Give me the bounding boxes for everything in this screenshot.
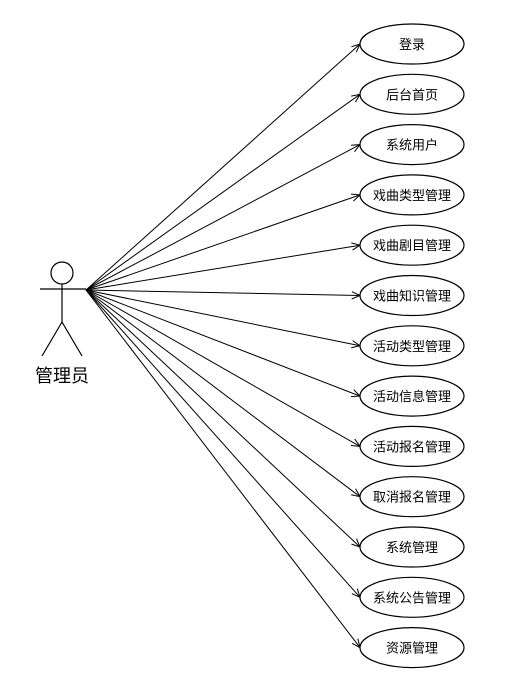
use-case-ellipse	[359, 375, 465, 417]
use-case-ellipse	[359, 73, 465, 115]
use-case-ellipse	[359, 325, 465, 367]
use-case-label: 活动报名管理	[373, 439, 451, 455]
association-line-7	[85, 289, 361, 347]
association-line-2	[85, 93, 361, 291]
association-line-8	[85, 289, 361, 397]
association-line-4	[85, 194, 361, 291]
use-case-ellipse	[359, 124, 465, 166]
use-case-3: 系统用户	[359, 124, 465, 166]
use-case-label: 戏曲知识管理	[373, 289, 451, 305]
use-case-label: 系统用户	[386, 138, 438, 154]
association-line-11	[85, 289, 361, 548]
use-case-ellipse	[359, 224, 465, 266]
use-case-10: 取消报名管理	[359, 476, 465, 518]
association-arrowhead-9	[350, 438, 362, 448]
use-case-4: 戏曲类型管理	[359, 174, 465, 216]
use-case-ellipse	[359, 23, 465, 65]
association-line-12	[85, 289, 361, 598]
use-case-1: 登录	[359, 23, 465, 65]
use-case-label: 取消报名管理	[373, 490, 451, 506]
association-line-3	[85, 144, 361, 291]
actor-name: 管理员	[35, 366, 89, 387]
use-case-label: 活动类型管理	[373, 340, 451, 355]
use-case-ellipse	[359, 174, 465, 216]
use-case-label: 系统管理	[386, 541, 438, 556]
use-case-13: 资源管理	[359, 626, 465, 669]
association-line-6	[85, 289, 361, 296]
use-case-label: 戏曲类型管理	[373, 189, 451, 204]
use-case-label: 后台首页	[386, 88, 438, 103]
use-case-8: 活动信息管理	[359, 375, 465, 417]
use-case-ellipse	[359, 274, 465, 317]
association-line-10	[85, 289, 361, 498]
use-case-label: 活动信息管理	[373, 389, 451, 405]
use-case-label: 登录	[399, 38, 425, 53]
association-line-9	[85, 289, 361, 447]
use-case-7: 活动类型管理	[359, 325, 465, 367]
use-case-5: 戏曲剧目管理	[359, 224, 465, 266]
use-case-ellipse	[359, 476, 465, 518]
use-case-12: 系统公告管理	[359, 576, 465, 618]
actor-head	[50, 261, 74, 285]
use-case-ellipse	[359, 526, 465, 568]
actor-right-leg	[61, 321, 83, 357]
use-case-6: 戏曲知识管理	[359, 274, 465, 317]
association-line-1	[85, 43, 361, 291]
associations	[85, 43, 362, 649]
use-case-ellipse	[359, 425, 465, 467]
association-line-13	[85, 289, 361, 648]
use-cases: 登录后台首页系统用户戏曲类型管理戏曲剧目管理戏曲知识管理活动类型管理活动信息管理…	[359, 23, 465, 669]
actor-admin: 管理员	[35, 261, 89, 387]
use-case-9: 活动报名管理	[359, 425, 465, 467]
use-case-11: 系统管理	[359, 526, 465, 568]
use-case-ellipse	[359, 626, 465, 669]
actor-left-leg	[41, 321, 63, 357]
use-case-label: 系统公告管理	[373, 591, 451, 606]
association-line-5	[85, 244, 361, 291]
use-case-label: 资源管理	[386, 642, 438, 657]
use-case-ellipse	[359, 576, 465, 618]
use-case-2: 后台首页	[359, 73, 465, 115]
use-case-label: 戏曲剧目管理	[373, 239, 451, 254]
